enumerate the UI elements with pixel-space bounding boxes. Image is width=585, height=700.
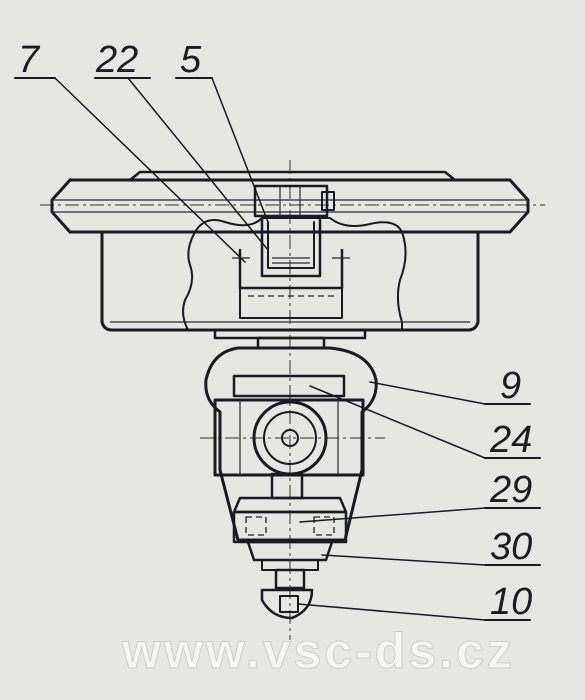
top-flange <box>50 170 530 234</box>
label-part-22: 22 <box>95 39 138 81</box>
label-part-9: 9 <box>500 365 521 407</box>
label-part-10: 10 <box>490 581 532 623</box>
label-part-24: 24 <box>489 419 532 461</box>
lower-head <box>204 346 378 620</box>
leader-lines <box>14 77 541 621</box>
part-labels: 7 22 5 9 24 29 30 10 <box>18 39 532 623</box>
inner-parts <box>232 184 350 319</box>
label-part-7: 7 <box>18 39 41 81</box>
watermark-text: www.vsc-ds.cz <box>121 623 515 679</box>
label-part-29: 29 <box>489 469 532 511</box>
label-part-5: 5 <box>180 39 202 81</box>
label-part-30: 30 <box>490 526 532 568</box>
